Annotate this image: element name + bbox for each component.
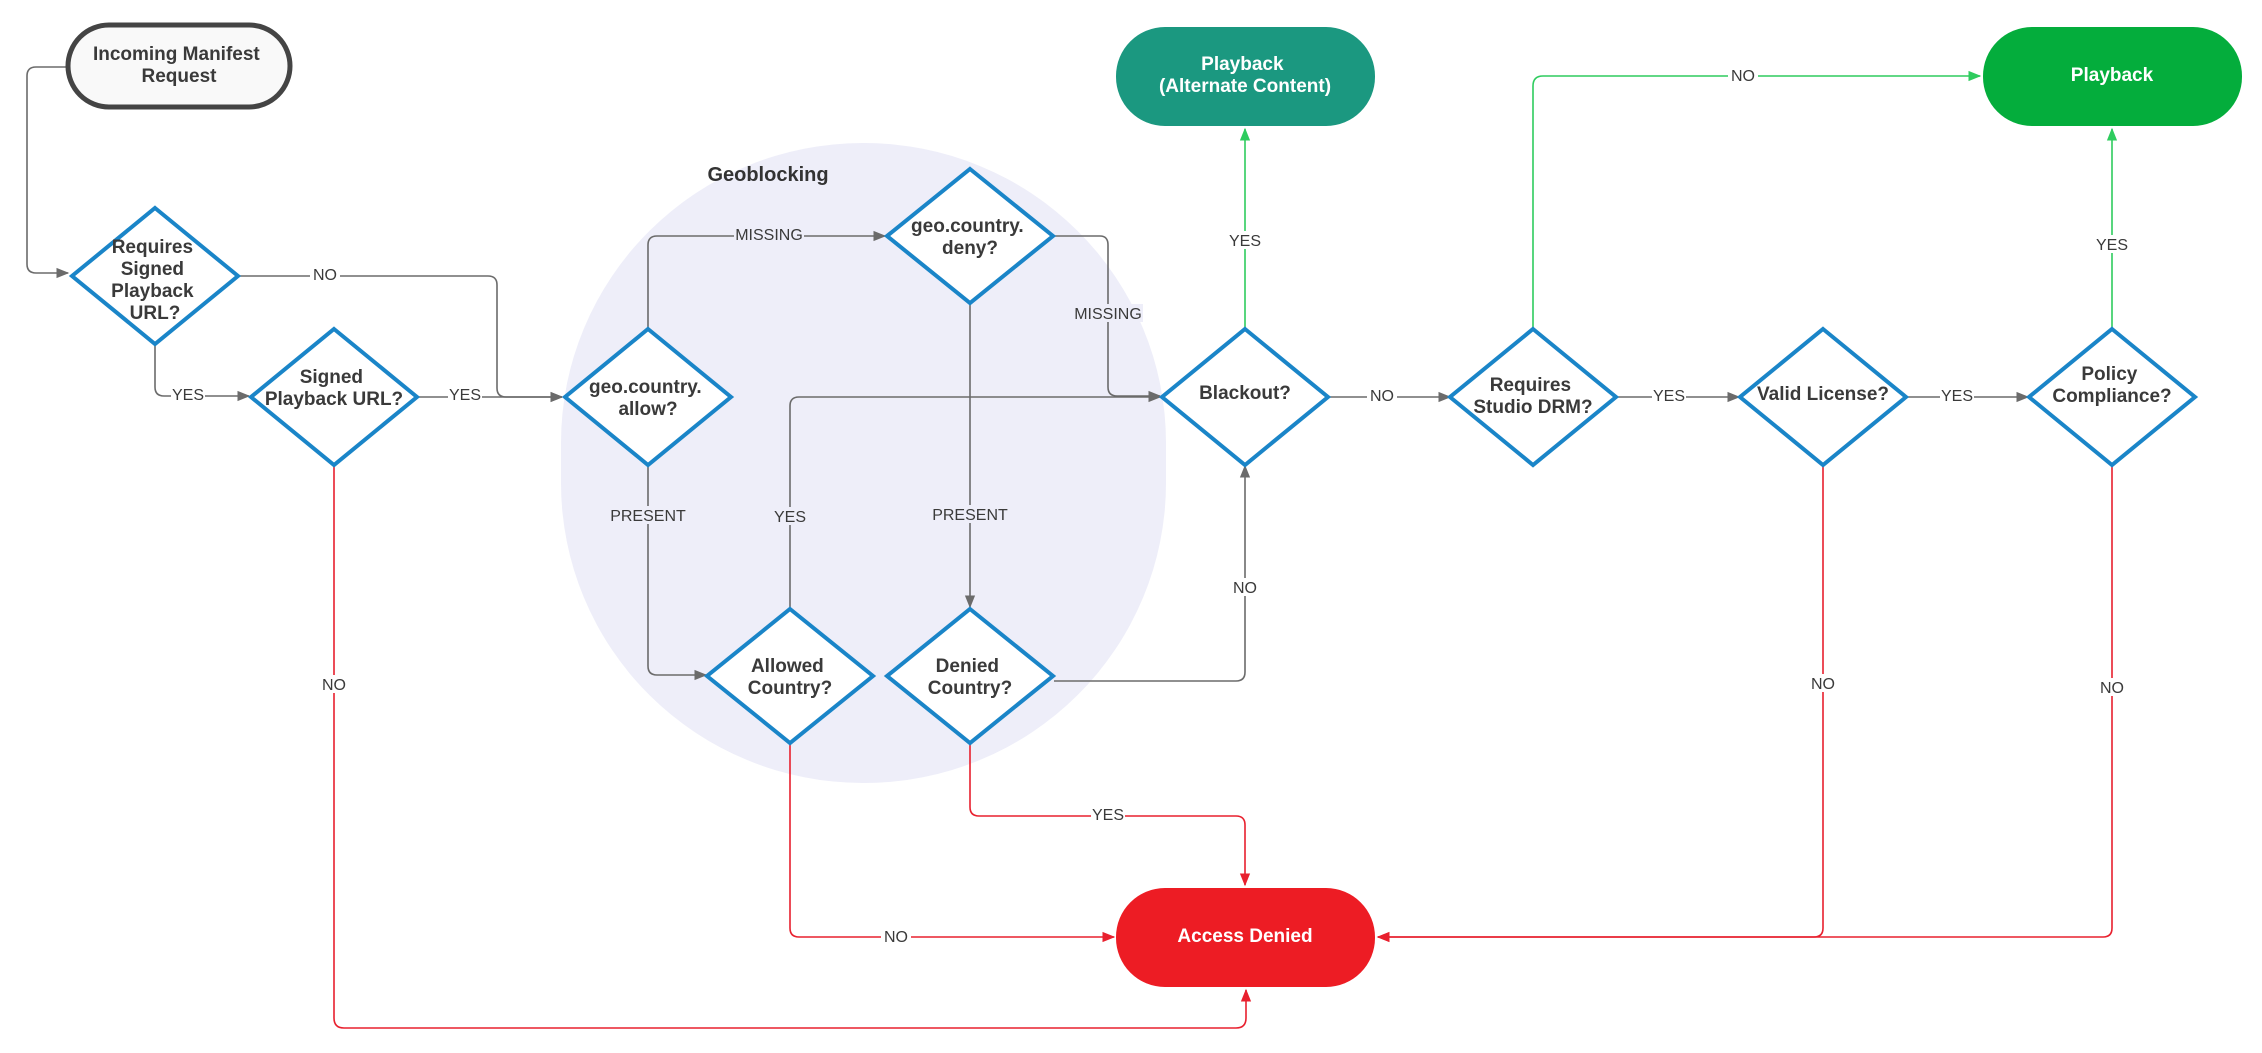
- label-policy-compliance-no: NO: [2100, 680, 2124, 697]
- node-policy-compliance: Policy Compliance?: [2025, 326, 2199, 468]
- node-requires-signed-line-3: Playback: [111, 281, 194, 302]
- node-allowed-country: Allowed Country?: [703, 606, 877, 746]
- node-denied-country-line-2: Country?: [928, 678, 1012, 699]
- node-geo-deny-line-2: deny?: [942, 238, 998, 259]
- svg-text:Blackout?: Blackout?: [1199, 383, 1291, 404]
- label-requires-drm-yes: YES: [1653, 388, 1685, 405]
- node-denied-country: Denied Country?: [883, 606, 1057, 746]
- node-denied-country-line-1: Denied: [936, 656, 999, 677]
- node-signed-url: Signed Playback URL?: [247, 326, 421, 468]
- node-requires-drm: Requires Studio DRM?: [1446, 326, 1620, 468]
- edge-requires-drm-no: [1532, 70, 1982, 328]
- svg-text:Policy Compliance?: Policy Compliance?: [2052, 364, 2171, 407]
- node-geo-deny: geo.country. deny?: [883, 166, 1057, 306]
- node-requires-signed-line-2: Signed: [121, 259, 184, 280]
- node-signed-url-line-2: Playback URL?: [265, 389, 403, 410]
- label-signed-url-yes: YES: [449, 387, 481, 404]
- node-playback-alt-line-2: (Alternate Content): [1159, 76, 1331, 97]
- node-playback: Playback: [1983, 27, 2242, 126]
- node-geo-deny-line-1: geo.country.: [911, 216, 1024, 237]
- label-allowed-country-yes: YES: [774, 509, 806, 526]
- svg-text:Playback (Alternate Cont: Playback (Alternate Content): [1159, 54, 1331, 97]
- node-allowed-country-line-2: Country?: [748, 678, 832, 699]
- node-requires-drm-line-2: Studio DRM?: [1473, 397, 1592, 418]
- node-requires-signed-line-1: Requires: [112, 237, 193, 258]
- geoblocking-group-title: Geoblocking: [707, 164, 828, 186]
- label-blackout-yes: YES: [1229, 233, 1261, 250]
- node-playback-line-1: Playback: [2071, 65, 2154, 86]
- node-playback-alt: Playback (Alternate Content): [1116, 27, 1375, 126]
- edge-geo-allow-present: [647, 465, 708, 681]
- label-geo-deny-present: PRESENT: [932, 507, 1008, 524]
- node-requires-signed: Requires Signed Playback URL?: [68, 205, 242, 347]
- label-denied-country-yes: YES: [1092, 807, 1124, 824]
- node-playback-alt-line-1: Playback: [1201, 54, 1284, 75]
- edge-allowed-country-yes: [789, 391, 1162, 607]
- node-allowed-country-line-1: Allowed: [751, 656, 824, 677]
- label-policy-compliance-yes: YES: [2096, 237, 2128, 254]
- edge-valid-license-no: [1376, 465, 1824, 943]
- edge-denied-country-no: [1054, 464, 1251, 682]
- edge-policy-compliance-no: [1376, 465, 2113, 943]
- node-policy-compliance-line-1: Policy: [2081, 364, 2137, 385]
- label-blackout-no: NO: [1370, 388, 1394, 405]
- node-start-line-2: Request: [142, 66, 218, 87]
- node-policy-compliance-line-2: Compliance?: [2052, 386, 2171, 407]
- label-valid-license-yes: YES: [1941, 388, 1973, 405]
- node-requires-signed-line-4: URL?: [130, 303, 181, 324]
- label-geo-allow-missing: MISSING: [735, 227, 803, 244]
- node-signed-url-line-1: Signed: [300, 367, 363, 388]
- svg-text:Playback: Playback: [2071, 65, 2154, 86]
- label-requires-signed-yes: YES: [172, 387, 204, 404]
- svg-text:Valid License?: Valid License?: [1757, 384, 1889, 405]
- svg-text:Allowed Country?: Allowed Country?: [748, 656, 832, 699]
- label-denied-country-no: NO: [1233, 580, 1257, 597]
- label-geo-allow-present: PRESENT: [610, 508, 686, 525]
- svg-text:Requires Studio DRM?: Requires Studio DRM?: [1473, 375, 1592, 418]
- label-requires-drm-no: NO: [1731, 68, 1755, 85]
- node-geo-allow: geo.country. allow?: [561, 326, 735, 468]
- svg-text:Incoming Manifest Reques: Incoming Manifest Request: [93, 44, 265, 87]
- svg-text:Denied Country?: Denied Country?: [928, 656, 1012, 699]
- node-access-denied: Access Denied: [1116, 888, 1375, 987]
- node-geo-allow-line-2: allow?: [618, 399, 677, 420]
- svg-text:geo.country. deny?: geo.country. deny?: [911, 216, 1029, 259]
- svg-text:Signed Playback URL?: Signed Playback URL?: [265, 367, 403, 410]
- edge-geo-allow-missing: [647, 230, 887, 328]
- node-blackout: Blackout?: [1158, 326, 1332, 468]
- label-geo-deny-missing: MISSING: [1074, 306, 1142, 323]
- node-access-denied-line-1: Access Denied: [1177, 926, 1312, 947]
- node-valid-license-line-1: Valid License?: [1757, 384, 1889, 405]
- label-signed-url-no: NO: [322, 677, 346, 694]
- node-start-line-1: Incoming Manifest: [93, 44, 260, 65]
- svg-text:Requires Signed Pl: Requires Signed Playback URL?: [111, 237, 199, 324]
- svg-text:geo.country. allow?: geo.country. allow?: [589, 377, 707, 420]
- edge-signed-url-no: [333, 465, 1252, 1029]
- svg-text:Access Denied: Access Denied: [1177, 926, 1312, 947]
- edge-requires-signed-yes: [154, 344, 251, 402]
- label-requires-signed-no: NO: [313, 267, 337, 284]
- node-valid-license: Valid License?: [1736, 326, 1910, 468]
- node-blackout-line-1: Blackout?: [1199, 383, 1291, 404]
- node-geo-allow-line-1: geo.country.: [589, 377, 702, 398]
- label-valid-license-no: NO: [1811, 676, 1835, 693]
- edge-start-to-requires-signed: [26, 66, 70, 279]
- node-requires-drm-line-1: Requires: [1490, 375, 1571, 396]
- label-allowed-country-no: NO: [884, 929, 908, 946]
- node-start: Incoming Manifest Request: [65, 22, 293, 110]
- edge-allowed-country-no: [789, 744, 1116, 943]
- geoblocking-group: [561, 143, 1166, 783]
